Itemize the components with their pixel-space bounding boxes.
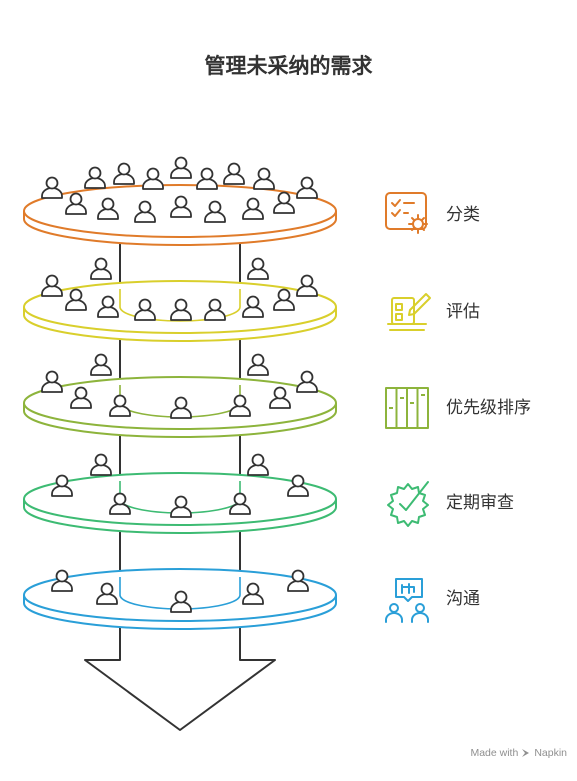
person-icon bbox=[134, 200, 156, 223]
person-icon bbox=[134, 298, 156, 321]
person-icon bbox=[170, 195, 192, 218]
step-label-3: 优先级排序 bbox=[446, 398, 531, 418]
sort-gear-icon bbox=[385, 192, 428, 234]
person-icon bbox=[142, 167, 164, 190]
person-icon bbox=[253, 167, 275, 190]
person-icon bbox=[229, 492, 251, 515]
diagram-title: 管理未采纳的需求 bbox=[204, 54, 373, 78]
person-icon bbox=[170, 298, 192, 321]
person-icon bbox=[90, 257, 112, 280]
person-icon bbox=[96, 582, 118, 605]
person-icon bbox=[287, 474, 309, 497]
communicate-people-icon bbox=[385, 578, 429, 623]
person-icon bbox=[242, 582, 264, 605]
footer-credit: Made with Napkin bbox=[470, 747, 567, 759]
step-label-2: 评估 bbox=[446, 302, 480, 322]
person-icon bbox=[90, 353, 112, 376]
person-icon bbox=[269, 386, 291, 409]
person-icon bbox=[247, 453, 269, 476]
person-icon bbox=[296, 274, 318, 297]
person-icon bbox=[229, 394, 251, 417]
person-icon bbox=[170, 156, 192, 179]
person-icon bbox=[170, 495, 192, 518]
person-icon bbox=[84, 166, 106, 189]
person-icon bbox=[242, 295, 264, 318]
person-icon bbox=[296, 176, 318, 199]
step-label-5: 沟通 bbox=[446, 589, 480, 609]
person-icon bbox=[65, 192, 87, 215]
footer-prefix: Made with bbox=[470, 747, 519, 759]
person-icon bbox=[51, 474, 73, 497]
person-icon bbox=[204, 298, 226, 321]
person-icon bbox=[204, 200, 226, 223]
step-label-1: 分类 bbox=[446, 205, 480, 225]
person-icon bbox=[242, 197, 264, 220]
person-icon bbox=[247, 257, 269, 280]
footer-brand: Napkin bbox=[534, 747, 567, 759]
person-icon bbox=[65, 288, 87, 311]
person-icon bbox=[97, 295, 119, 318]
napkin-logo-icon bbox=[521, 748, 531, 758]
person-icon bbox=[109, 492, 131, 515]
person-icon bbox=[296, 370, 318, 393]
person-icon bbox=[97, 197, 119, 220]
person-icon bbox=[109, 394, 131, 417]
review-gear-check-icon bbox=[387, 481, 429, 527]
person-icon bbox=[223, 162, 245, 185]
person-icon bbox=[247, 353, 269, 376]
person-icon bbox=[287, 569, 309, 592]
person-icon bbox=[41, 274, 63, 297]
down-arrow-icon bbox=[84, 640, 276, 731]
person-icon bbox=[51, 569, 73, 592]
person-icon bbox=[90, 453, 112, 476]
step-label-4: 定期审查 bbox=[446, 493, 514, 513]
evaluate-pencil-icon bbox=[387, 293, 431, 331]
priority-columns-icon bbox=[385, 387, 429, 429]
person-icon bbox=[273, 288, 295, 311]
person-icon bbox=[41, 176, 63, 199]
person-icon bbox=[70, 386, 92, 409]
person-icon bbox=[196, 167, 218, 190]
person-icon bbox=[41, 370, 63, 393]
person-icon bbox=[170, 396, 192, 419]
person-icon bbox=[170, 590, 192, 613]
person-icon bbox=[113, 162, 135, 185]
person-icon bbox=[273, 191, 295, 214]
